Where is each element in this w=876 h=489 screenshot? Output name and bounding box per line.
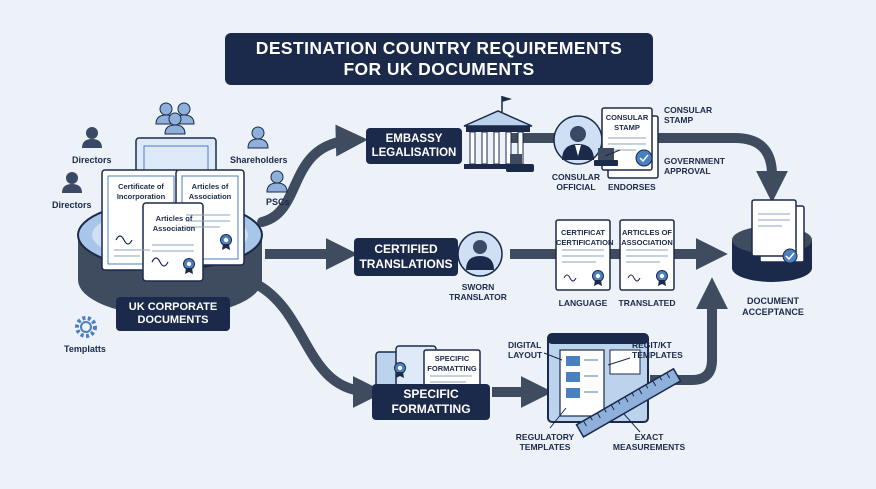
uk-corporate-line2: DOCUMENTS (137, 314, 209, 326)
corporate-documents-stack (101, 137, 245, 282)
main-title-line1: DESTINATION COUNTRY REQUIREMENTS (255, 38, 623, 58)
psc-icon (266, 170, 288, 193)
language-label: LANGUAGE (558, 298, 608, 308)
endorses-label: ENDORSES (608, 182, 656, 192)
certificate-incorporation-text: Certificate of Incorporation (116, 182, 166, 201)
translated-label: TRANSLATED (618, 298, 676, 308)
regulatory-templates-label: REGULATORY TEMPLATES (515, 432, 575, 452)
sworn-translator-label: SWORN TRANSLATOR (449, 282, 507, 302)
pscs-label: PSCs (266, 197, 290, 207)
uk-corporate-line1: UK CORPORATE (128, 301, 218, 313)
templates-label: Templatts (64, 344, 106, 354)
articles-association-front-text: Articles of Association (152, 214, 196, 233)
formatting-doc-text: SPECIFIC FORMATTING (427, 354, 477, 373)
directors-left-icon (62, 172, 82, 193)
embassy-label-line1: EMBASSY (385, 133, 443, 145)
embassy-legalisation-label: EMBASSY LEGALISATION (366, 128, 462, 164)
consular-document (594, 107, 659, 179)
government-approval-label: GOVERNMENT APPROVAL (664, 156, 725, 176)
document-acceptance-label: DOCUMENT ACCEPTANCE (742, 296, 804, 317)
embassy-building-icon (463, 96, 533, 169)
main-title: DESTINATION COUNTRY REQUIREMENTS FOR UK … (225, 33, 653, 85)
pointer-lines (543, 149, 641, 433)
directors-left-label: Directors (52, 200, 92, 210)
main-title-line2: FOR UK DOCUMENTS (343, 59, 535, 79)
articles-doc-icon (619, 219, 675, 291)
consular-official-icon (553, 115, 603, 165)
translations-label-line2: TRANSLATIONS (359, 257, 453, 271)
arrow-to-formatting (255, 280, 385, 408)
directors-top-label: Directors (72, 155, 112, 165)
consular-stamp-label: CONSULAR STAMP (664, 105, 713, 125)
uk-corporate-documents-label: UK CORPORATE DOCUMENTS (116, 297, 230, 331)
exact-measurements-label: EXACT MEASUREMENTS (612, 432, 686, 452)
arrow-embassy-to-acceptance (510, 133, 789, 203)
specific-formatting-label: SPECIFIC FORMATTING (372, 384, 490, 420)
formatting-docs-icon (375, 345, 481, 393)
sworn-translator-icon (457, 231, 503, 277)
shareholders-label: Shareholders (230, 155, 288, 165)
digital-layout-label: DIGITAL LAYOUT (508, 340, 543, 360)
regit-templates-label: REGIT/KT TEMPLATES (632, 340, 683, 360)
directors-top-icon (82, 127, 102, 148)
rubber-stamp-icon (506, 154, 534, 172)
arrow-layout-to-acceptance (650, 277, 729, 385)
embassy-label-line2: LEGALISATION (371, 147, 457, 159)
certificate-doc-icon (555, 219, 611, 291)
formatting-label-line1: SPECIFIC (403, 387, 459, 401)
arrow-to-embassy (257, 124, 368, 227)
translations-label-line1: CERTIFIED (374, 242, 438, 256)
consular-official-label: CONSULAR OFFICIAL (551, 172, 601, 192)
shareholder-icon (247, 126, 269, 149)
articles-association-text: Articles of Association (188, 182, 232, 201)
certified-translations-label: CERTIFIED TRANSLATIONS (354, 238, 458, 276)
ruler-icon (575, 367, 682, 438)
certificate-doc-text: CERTIFICAT CERTIFICATION (556, 228, 614, 247)
formatting-label-line2: FORMATTING (391, 402, 471, 416)
consular-stamp-doc-text: CONSULAR STAMP (605, 113, 649, 132)
people-group-icon (155, 102, 195, 135)
articles-doc-text: ARTICLES OF ASSOCIATION (621, 228, 673, 247)
accepted-documents-icon (751, 199, 805, 264)
templates-gear-icon (75, 316, 97, 338)
